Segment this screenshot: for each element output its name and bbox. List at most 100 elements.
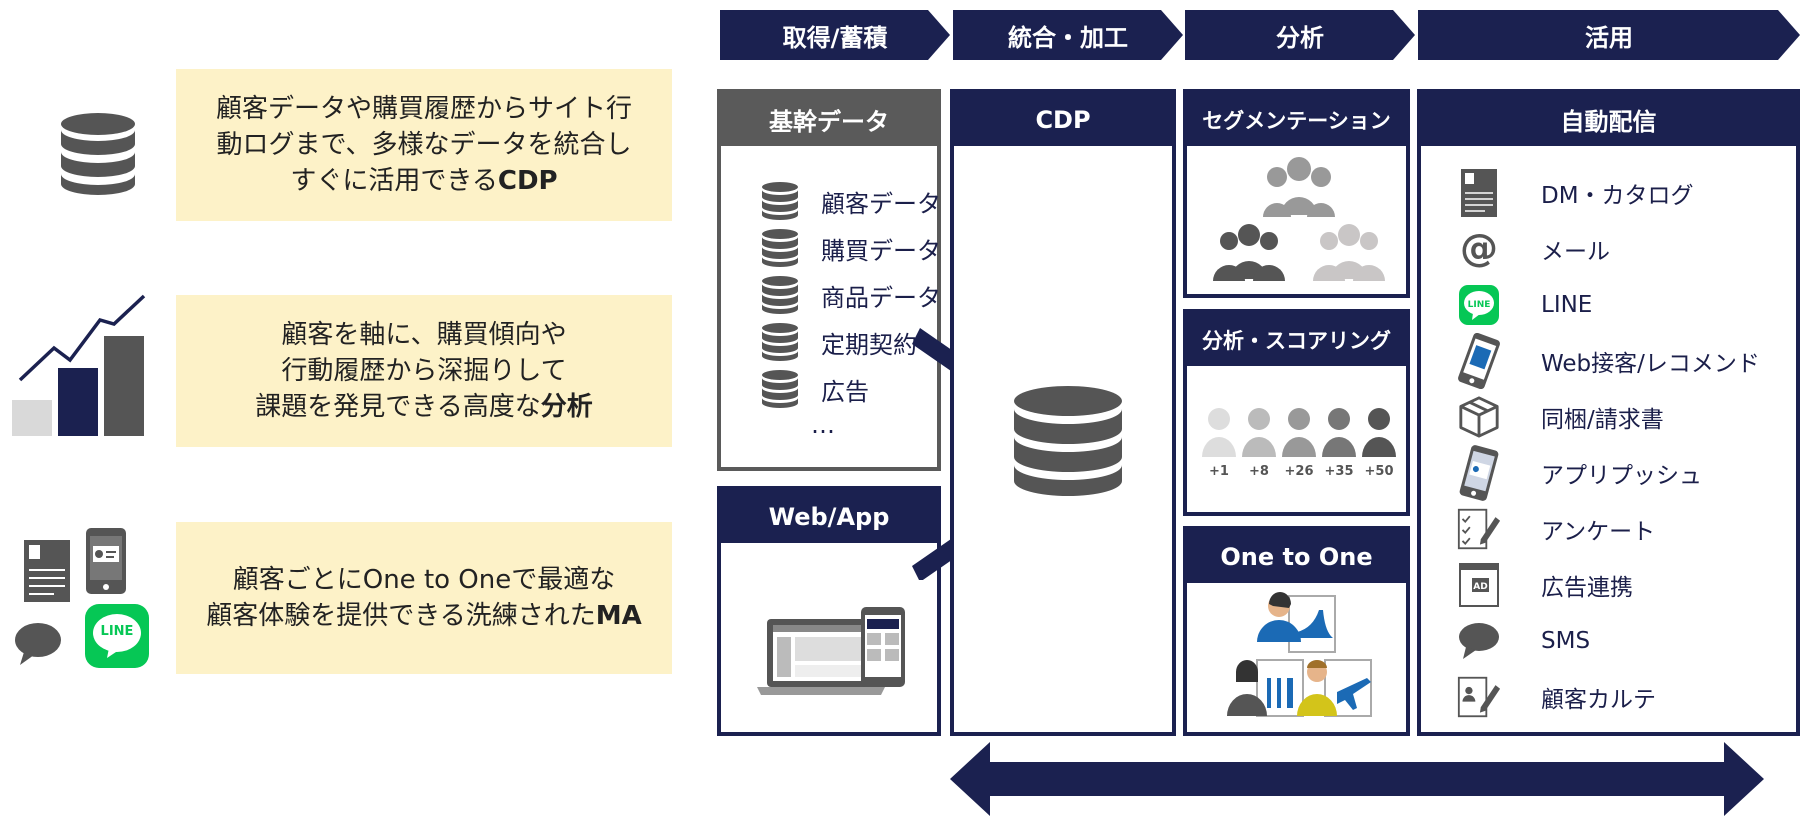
feature-ma: 顧客ごとにOne to Oneで最適な 顧客体験を提供できる洗練されたMA (176, 522, 672, 674)
score-label: +50 (1365, 464, 1394, 479)
box-icon (1457, 395, 1501, 439)
scoring-title: 分析・スコアリング (1187, 313, 1406, 366)
core-data-title: 基幹データ (721, 93, 937, 146)
delivery-channel-item: LINE LINE (1457, 280, 1797, 330)
at-sign-icon: @ (1457, 227, 1501, 271)
stage-utilize: 活用 (1418, 10, 1800, 60)
feature-ma-line-2: 顧客体験を提供できる洗練された (206, 601, 596, 631)
delivery-channel-item: DM・カタログ (1457, 168, 1797, 218)
feature-cdp-line-2: 動ログまで、多様なデータを統合し (216, 130, 632, 160)
scored-person: +26 (1282, 408, 1316, 479)
auto-delivery-panel: 自動配信 DM・カタログ @ メール LINE LINE Web接客/レコメンド同梱/請求… (1417, 89, 1800, 736)
delivery-channel-item: アンケート (1457, 504, 1797, 554)
line-icon: LINE (1457, 283, 1501, 327)
speech-bubble-icon (15, 623, 61, 665)
customer-shoe (1257, 592, 1336, 653)
delivery-channel-label: 顧客カルテ (1541, 687, 1656, 713)
cdp-panel: CDP (950, 89, 1176, 736)
customer-dining (1227, 659, 1304, 717)
core-data-item: 商品データ (761, 275, 941, 315)
delivery-channel-label: SMS (1541, 628, 1591, 654)
group-right (1313, 224, 1385, 281)
group-left (1213, 224, 1285, 281)
scored-person: +1 (1202, 408, 1236, 479)
line-badge-text: LINE (100, 624, 134, 639)
stage-acquire: 取得/蓄積 (720, 10, 950, 60)
webapp-panel: Web/App (717, 486, 941, 736)
scored-person: +8 (1242, 408, 1276, 479)
delivery-channel-label: アプリプッシュ (1541, 463, 1702, 489)
delivery-channel-label: メール (1541, 239, 1610, 265)
personalized-customers-icon (1227, 592, 1372, 717)
feature-analysis-keyword: 分析 (540, 392, 593, 422)
bar-chart-icon (12, 294, 146, 436)
feature-ma-keyword: MA (595, 601, 642, 631)
database-icon (762, 276, 798, 314)
feature-cdp-keyword: CDP (497, 166, 558, 196)
database-icon (61, 113, 135, 195)
delivery-channel-label: DM・カタログ (1541, 183, 1694, 209)
catalog-icon (1457, 169, 1501, 217)
stage-integrate: 統合・加工 (953, 10, 1183, 60)
one-to-one-panel: One to One (1183, 526, 1410, 736)
core-data-item-label: 購買データ (821, 236, 941, 265)
delivery-channel-label: LINE (1541, 292, 1593, 318)
delivery-channel-item: SMS (1457, 616, 1797, 666)
scored-person: +35 (1322, 408, 1356, 479)
delivery-channel-item: AD 広告連携 (1457, 560, 1797, 610)
customer-card-icon (1457, 675, 1501, 719)
feature-cdp-line-1: 顧客データや購買履歴からサイト行 (215, 94, 632, 124)
auto-delivery-title: 自動配信 (1421, 93, 1796, 146)
one-to-one-title: One to One (1187, 530, 1406, 583)
cdp-title: CDP (954, 93, 1172, 146)
feature-analysis: 顧客を軸に、購買傾向や 行動履歴から深掘りして 課題を発見できる高度な分析 (176, 295, 672, 447)
stage-analyze: 分析 (1185, 10, 1415, 60)
core-data-item-label: 顧客データ (821, 189, 941, 218)
feature-ma-line-1: 顧客ごとにOne to Oneで最適な (232, 565, 616, 595)
delivery-channel-label: Web接客/レコメンド (1541, 351, 1760, 377)
database-icon (762, 229, 798, 267)
score-label: +35 (1325, 464, 1354, 479)
line-badge-text: LINE (1468, 300, 1491, 310)
cdp-database-icon (1014, 386, 1122, 496)
core-data-item: 広告 (761, 369, 869, 409)
group-top (1263, 157, 1335, 217)
score-label: +26 (1285, 464, 1314, 479)
core-data-item-label: 定期契約 (821, 330, 917, 359)
scoring-panel: 分析・スコアリング +1 +8 +26 +35 +50 (1183, 309, 1410, 516)
delivery-channel-item: 同梱/請求書 (1457, 392, 1797, 442)
feature-analysis-line-1: 顧客を軸に、購買傾向や (281, 320, 567, 350)
delivery-channel-label: アンケート (1541, 519, 1656, 545)
score-label: +8 (1249, 464, 1269, 479)
channels-icon: LINE (12, 528, 152, 670)
survey-icon (1457, 507, 1501, 551)
core-data-item-label: 広告 (821, 377, 869, 406)
ad-icon: AD (1457, 563, 1501, 607)
delivery-channel-item: 顧客カルテ (1457, 672, 1797, 722)
webapp-title: Web/App (721, 490, 937, 543)
people-groups-icon (1213, 157, 1385, 281)
svg-text:@: @ (1460, 229, 1498, 269)
ad-badge-text: AD (1473, 582, 1487, 592)
delivery-channel-item: アプリプッシュ (1457, 445, 1797, 501)
devices-icon (757, 607, 905, 695)
database-icon (762, 323, 798, 361)
smartphone-icon (86, 528, 126, 594)
feature-analysis-line-2: 行動履歴から深掘りして (281, 356, 567, 386)
database-icon (762, 182, 798, 220)
core-data-item-label: 商品データ (821, 283, 941, 312)
bottom-double-arrow (950, 742, 1764, 816)
database-icon (762, 370, 798, 408)
document-icon (24, 540, 70, 602)
app-push-icon (1457, 445, 1501, 501)
core-data-item: 顧客データ (761, 181, 941, 221)
scoring-people: +1 +8 +26 +35 +50 (1202, 408, 1396, 479)
core-data-panel: 基幹データ 顧客データ購買データ商品データ定期契約広告 … (717, 89, 941, 471)
line-icon (85, 604, 149, 668)
customer-travel (1297, 659, 1372, 717)
core-data-more: … (811, 411, 835, 439)
score-label: +1 (1209, 464, 1229, 479)
feature-cdp-line-3: すぐに活用できる (290, 166, 498, 196)
delivery-channel-label: 広告連携 (1541, 575, 1633, 601)
feature-analysis-line-3: 課題を発見できる高度な (255, 392, 541, 422)
